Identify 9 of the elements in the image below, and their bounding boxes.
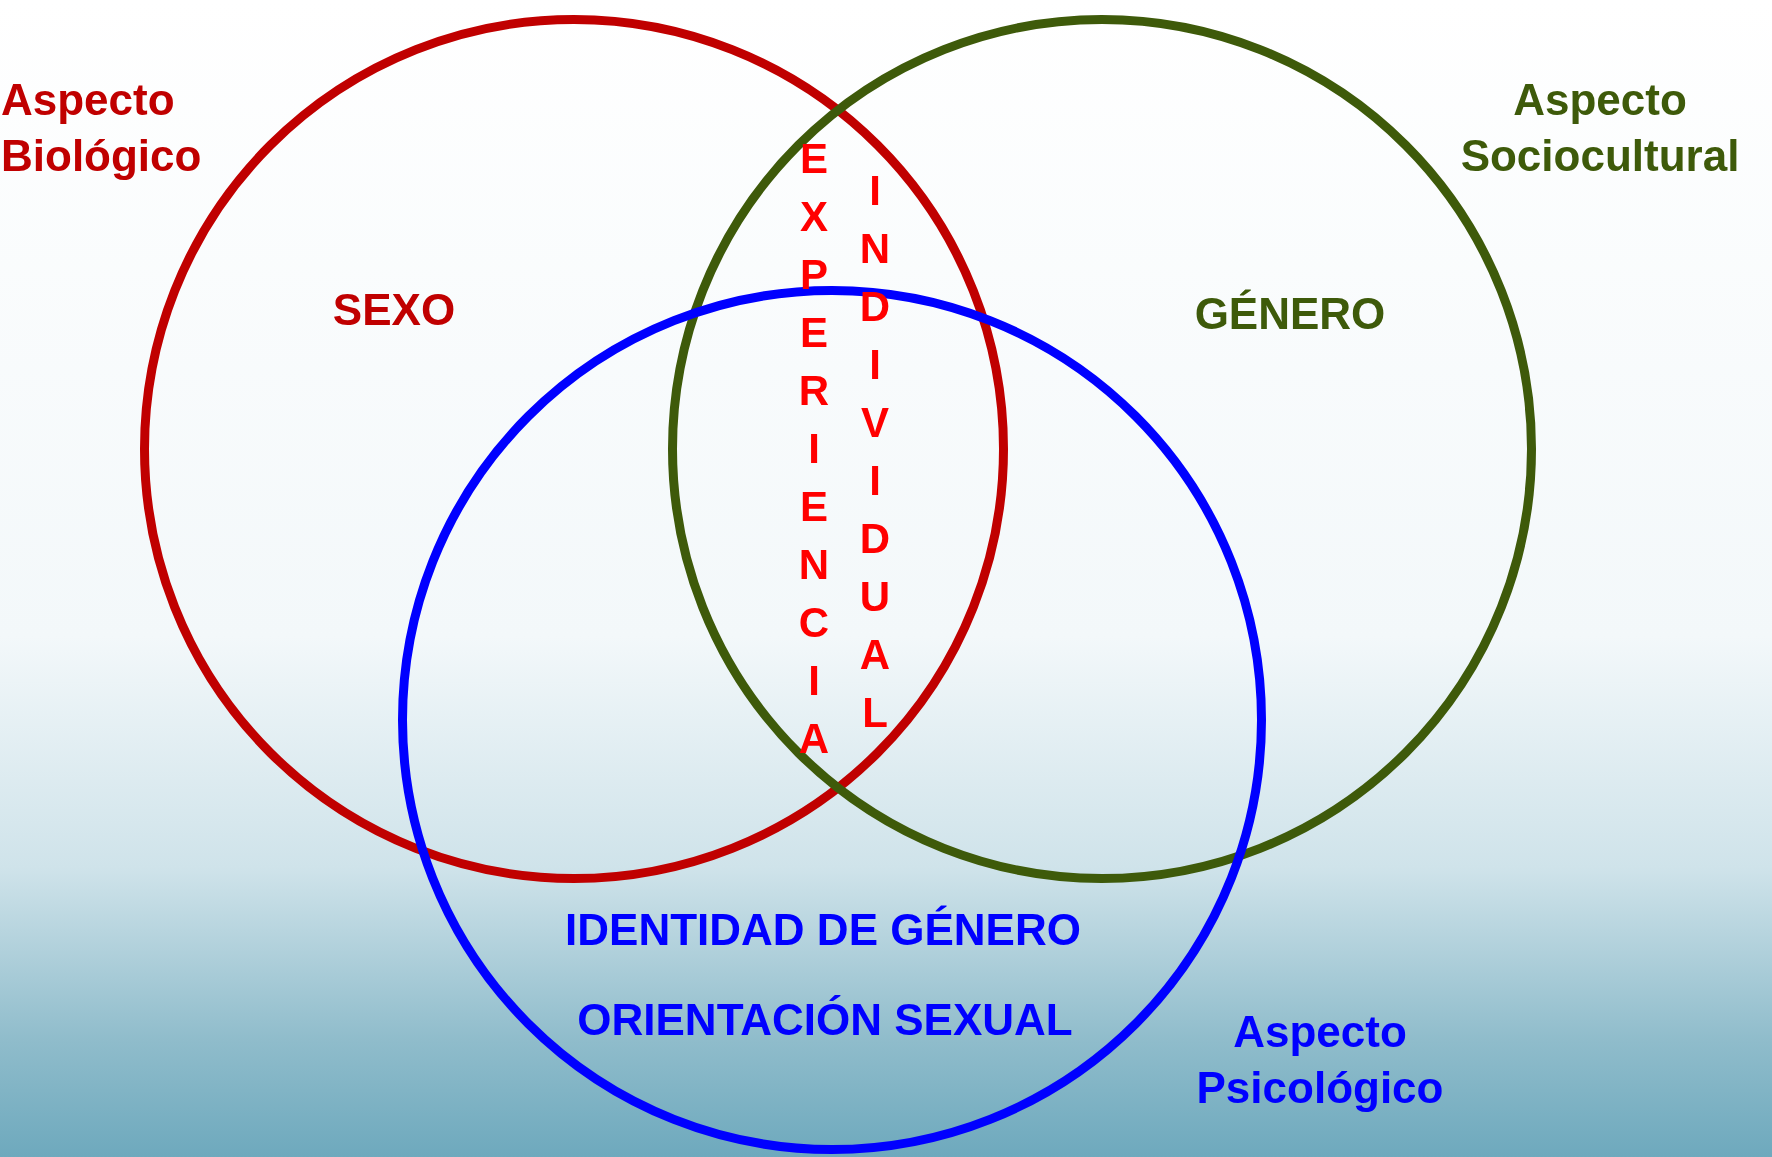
aspect-heading: Aspecto Psicológico: [1195, 1006, 1445, 1114]
circle-label: IDENTIDAD DE GÉNERO: [565, 904, 1081, 956]
circle-label: SEXO: [332, 284, 456, 336]
aspect-heading: Aspecto Sociocultural: [1459, 74, 1741, 182]
aspect-heading: Aspecto Biológico: [1, 74, 203, 182]
vertical-label: EXPERIENCIA: [797, 134, 831, 764]
vertical-label: INDIVIDUAL: [858, 166, 892, 738]
circle-label: GÉNERO: [1194, 288, 1386, 340]
circle-label: ORIENTACIÓN SEXUAL: [577, 994, 1073, 1046]
